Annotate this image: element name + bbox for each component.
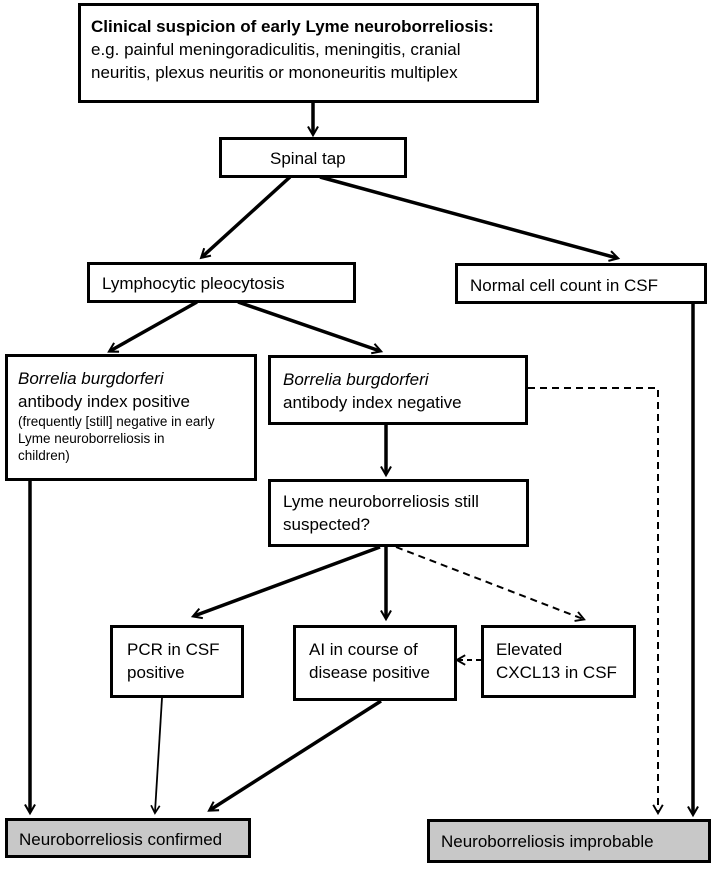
improbable-label: Neuroborreliosis improbable [441,832,654,851]
normal-count-label: Normal cell count in CSF [470,276,659,295]
arrow-still-suspected-to-pcr [190,545,381,620]
suspicion-examples-line2: neuritis, plexus neuritis or mononeuriti… [91,63,458,82]
ai-positive-note-line3: children) [18,448,70,463]
arrow-ai-course-to-confirmed [207,699,382,812]
arrow-pleocytosis-to-ai-positive [107,300,198,353]
node-still-suspected: Lyme neuroborreliosis still suspected? [268,479,529,547]
arrow-spinal-tap-to-normal-count [319,175,621,262]
dashed-arrow-still-suspected-to-cxcl13 [395,546,586,622]
cxcl13-line1: Elevated [496,640,563,659]
node-ai-in-course-positive: AI in course of disease positive [293,625,457,701]
ai-negative-species: Borrelia burgdorferi [283,370,429,389]
ai-positive-note-line2: Lyme neuroborreliosis in [18,431,165,446]
pcr-line2: positive [127,663,185,682]
dashed-arrow-ai-negative-to-improbable [528,387,664,816]
arrow-pleocytosis-to-ai-negative [237,300,384,355]
pleocytosis-label: Lymphocytic pleocytosis [102,274,285,293]
pcr-line1: PCR in CSF [127,640,220,659]
ai-positive-note-line1: (frequently [still] negative in early [18,414,215,429]
node-neuroborreliosis-improbable: Neuroborreliosis improbable [427,819,711,863]
still-suspected-line1: Lyme neuroborreliosis still [283,492,479,511]
node-neuroborreliosis-confirmed: Neuroborreliosis confirmed [5,818,251,858]
node-lymphocytic-pleocytosis: Lymphocytic pleocytosis [87,262,356,303]
spinal-tap-label: Spinal tap [270,149,346,168]
node-spinal-tap: Spinal tap [219,137,407,178]
suspicion-examples-line1: e.g. painful meningoradiculitis, meningi… [91,40,461,59]
node-elevated-cxcl13: Elevated CXCL13 in CSF [481,625,636,698]
ai-course-line1: AI in course of [309,640,418,659]
ai-positive-species: Borrelia burgdorferi [18,369,164,388]
arrow-pcr-to-confirmed [150,697,163,815]
node-antibody-index-positive: Borrelia burgdorferi antibody index posi… [5,354,257,481]
cxcl13-line2: CXCL13 in CSF [496,663,617,682]
node-antibody-index-negative: Borrelia burgdorferi antibody index nega… [268,355,528,425]
ai-positive-label: antibody index positive [18,392,191,411]
confirmed-label: Neuroborreliosis confirmed [19,830,223,849]
node-clinical-suspicion: Clinical suspicion of early Lyme neurobo… [78,3,539,103]
node-pcr-positive: PCR in CSF positive [110,625,244,698]
ai-course-line2: disease positive [309,663,430,682]
node-normal-cell-count: Normal cell count in CSF [455,263,707,304]
still-suspected-line2: suspected? [283,515,370,534]
ai-negative-label: antibody index negative [283,393,462,412]
arrow-spinal-tap-to-pleocytosis [199,175,292,260]
suspicion-title: Clinical suspicion of early Lyme neurobo… [91,17,494,36]
